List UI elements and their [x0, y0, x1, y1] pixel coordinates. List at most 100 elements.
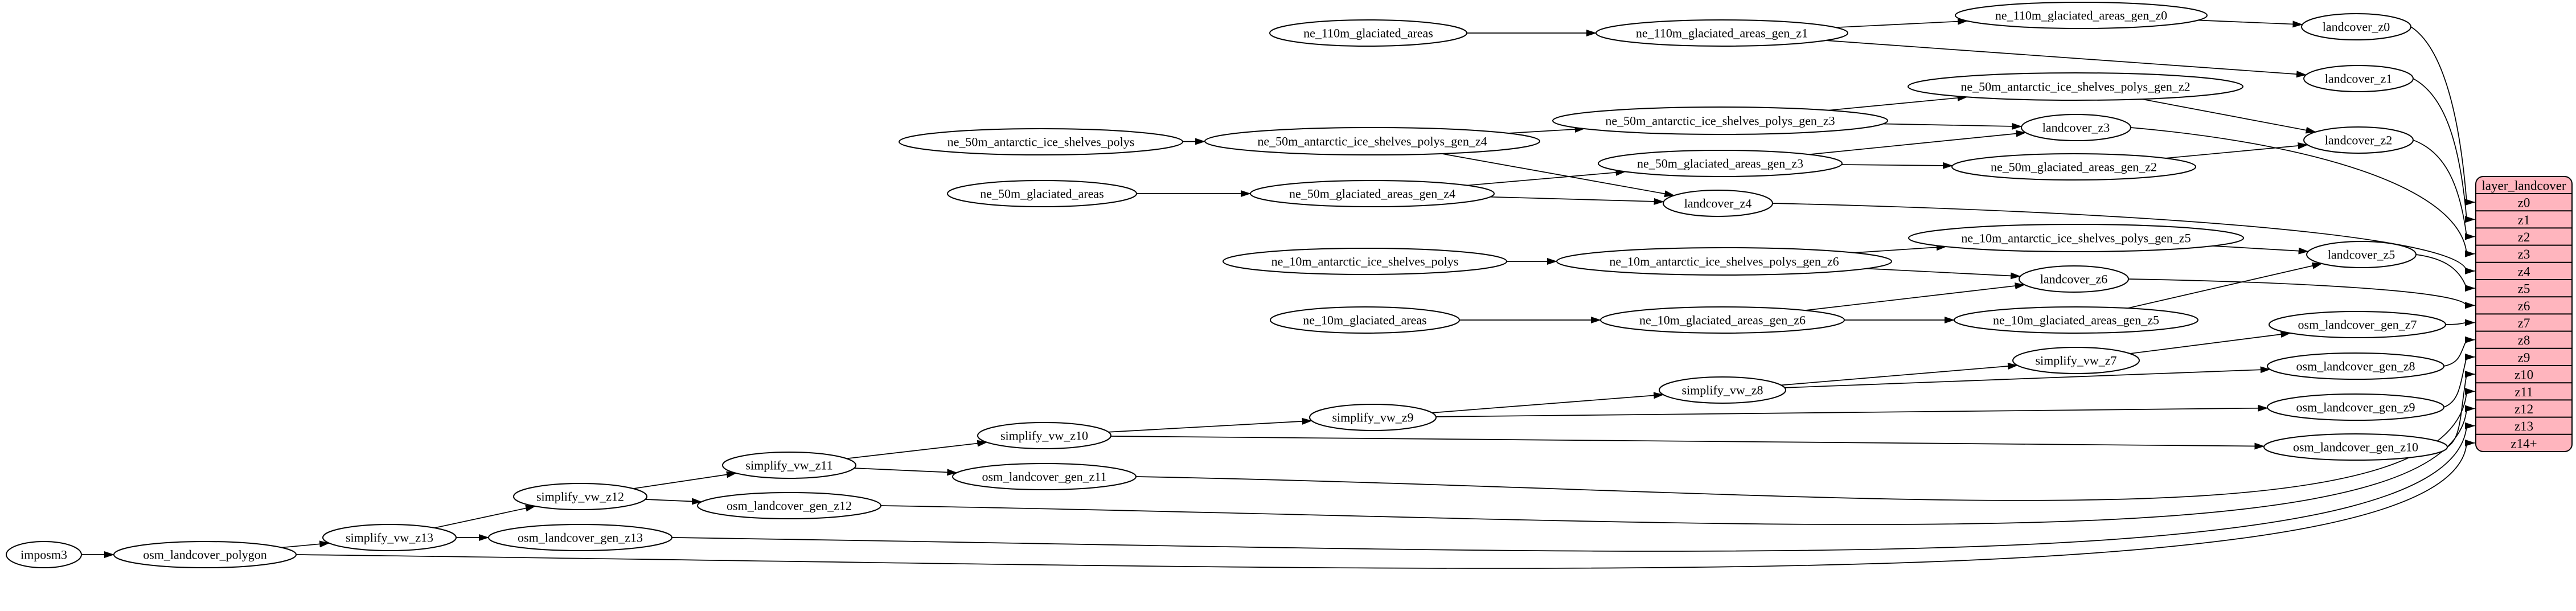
node-label-ne_110m_glaciated_areas: ne_110m_glaciated_areas [1303, 26, 1433, 40]
edge-landcover_z1-layer_landcover-z1 [2413, 78, 2475, 223]
node-ellipse-imposm3 [6, 541, 82, 568]
node-label-ne_10m_antarctic_ice_shelves_polys: ne_10m_antarctic_ice_shelves_polys [1271, 255, 1459, 269]
edge-osm_landcover_gen_z13-layer_landcover-z13 [671, 422, 2475, 552]
node-ellipse-ne_10m_antarctic_ice_shelves_polys_gen_z6 [1556, 247, 1892, 276]
node-label-ne_110m_glaciated_areas_gen_z1: ne_110m_glaciated_areas_gen_z1 [1636, 26, 1808, 40]
edge-simplify_vw_z9-simplify_vw_z8 [1431, 392, 1664, 413]
node-osm_landcover_gen_z10: osm_landcover_gen_z10 [2263, 433, 2448, 461]
node-ellipse-landcover_z4 [1663, 190, 1773, 217]
node-label-landcover_z4: landcover_z4 [1684, 196, 1752, 211]
node-label-ne_50m_antarctic_ice_shelves_polys: ne_50m_antarctic_ice_shelves_polys [947, 135, 1135, 149]
edge-ne_10m_antarctic_ice_shelves_polys_gen_z6-landcover_z6 [1866, 268, 2021, 280]
table-row-z12: z12 [2515, 402, 2533, 416]
node-label-simplify_vw_z7: simplify_vw_z7 [2036, 354, 2117, 368]
edge-simplify_vw_z8-osm_landcover_gen_z8 [1785, 366, 2271, 388]
node-ellipse-ne_50m_antarctic_ice_shelves_polys_gen_z2 [1908, 72, 2243, 101]
node-label-landcover_z5: landcover_z5 [2328, 248, 2395, 262]
node-osm_landcover_gen_z12: osm_landcover_gen_z12 [697, 492, 881, 519]
node-ne_10m_antarctic_ice_shelves_polys_gen_z6: ne_10m_antarctic_ice_shelves_polys_gen_z… [1556, 247, 1892, 276]
node-ellipse-simplify_vw_z8 [1659, 376, 1786, 404]
node-simplify_vw_z13: simplify_vw_z13 [322, 524, 457, 551]
node-simplify_vw_z9: simplify_vw_z9 [1309, 404, 1437, 431]
node-ellipse-ne_110m_glaciated_areas [1269, 19, 1467, 47]
edge-simplify_vw_z7-osm_landcover_gen_z7 [2130, 331, 2291, 354]
node-label-ne_50m_antarctic_ice_shelves_polys_gen_z4: ne_50m_antarctic_ice_shelves_polys_gen_z… [1257, 134, 1487, 149]
edges-layer [81, 18, 2475, 569]
node-label-ne_50m_glaciated_areas: ne_50m_glaciated_areas [980, 187, 1104, 201]
edge-ne_50m_glaciated_areas_gen_z3-landcover_z3 [1809, 130, 2027, 155]
node-landcover_z4: landcover_z4 [1663, 190, 1773, 217]
node-ellipse-simplify_vw_z13 [322, 524, 457, 551]
node-osm_landcover_polygon: osm_landcover_polygon [113, 541, 297, 568]
node-label-ne_10m_glaciated_areas: ne_10m_glaciated_areas [1303, 313, 1426, 327]
node-ellipse-simplify_vw_z11 [722, 452, 856, 479]
table-row-z6: z6 [2518, 299, 2530, 313]
edge-ne_50m_antarctic_ice_shelves_polys_gen_z3-landcover_z3 [1883, 122, 2023, 130]
node-ne_10m_antarctic_ice_shelves_polys: ne_10m_antarctic_ice_shelves_polys [1223, 248, 1507, 275]
node-ellipse-simplify_vw_z12 [513, 483, 647, 510]
table-row-z11: z11 [2515, 385, 2533, 399]
node-ellipse-osm_landcover_gen_z10 [2263, 433, 2448, 461]
edge-ne_50m_antarctic_ice_shelves_polys_gen_z3-ne_50m_antarctic_ice_shelves_polys_gen_z2 [1828, 94, 1968, 111]
node-label-ne_50m_glaciated_areas_gen_z4: ne_50m_glaciated_areas_gen_z4 [1289, 187, 1455, 201]
node-ellipse-ne_50m_antarctic_ice_shelves_polys [899, 128, 1183, 155]
table-row-z7: z7 [2518, 316, 2530, 330]
node-ellipse-ne_50m_glaciated_areas_gen_z4 [1250, 180, 1495, 207]
node-label-simplify_vw_z12: simplify_vw_z12 [536, 490, 624, 504]
edge-simplify_vw_z12-osm_landcover_gen_z12 [645, 498, 703, 505]
node-label-ne_50m_antarctic_ice_shelves_polys_gen_z3: ne_50m_antarctic_ice_shelves_polys_gen_z… [1605, 114, 1835, 128]
node-ellipse-ne_10m_glaciated_areas_gen_z5 [1954, 306, 2198, 334]
node-label-ne_10m_glaciated_areas_gen_z6: ne_10m_glaciated_areas_gen_z6 [1639, 313, 1806, 327]
table-row-z9: z9 [2518, 350, 2530, 364]
node-ellipse-osm_landcover_gen_z12 [697, 492, 881, 519]
edge-simplify_vw_z9-osm_landcover_gen_z9 [1435, 404, 2269, 417]
table-row-z3: z3 [2518, 247, 2530, 261]
node-label-osm_landcover_gen_z10: osm_landcover_gen_z10 [2293, 440, 2418, 454]
node-ellipse-simplify_vw_z9 [1309, 404, 1437, 431]
node-ne_10m_glaciated_areas_gen_z5: ne_10m_glaciated_areas_gen_z5 [1954, 306, 2198, 334]
edge-ne_110m_glaciated_areas_gen_z1-ne_110m_glaciated_areas_gen_z0 [1835, 18, 1968, 28]
node-ne_110m_glaciated_areas_gen_z0: ne_110m_glaciated_areas_gen_z0 [1955, 2, 2208, 29]
node-label-osm_landcover_polygon: osm_landcover_polygon [143, 548, 267, 562]
node-label-osm_landcover_gen_z9: osm_landcover_gen_z9 [2296, 400, 2415, 415]
node-ellipse-osm_landcover_gen_z11 [952, 463, 1137, 490]
edge-simplify_vw_z10-simplify_vw_z9 [1108, 417, 1312, 433]
node-ellipse-landcover_z1 [2303, 65, 2414, 92]
node-label-simplify_vw_z11: simplify_vw_z11 [745, 458, 832, 473]
node-label-osm_landcover_gen_z12: osm_landcover_gen_z12 [727, 499, 852, 513]
edge-simplify_vw_z11-simplify_vw_z10 [846, 440, 988, 460]
edge-ne_10m_glaciated_areas_gen_z6-landcover_z6 [1804, 282, 2025, 311]
node-ellipse-ne_10m_antarctic_ice_shelves_polys_gen_z5 [1908, 224, 2244, 252]
node-landcover_z1: landcover_z1 [2303, 65, 2414, 92]
table-layer-landcover: layer_landcoverz0z1z2z3z4z5z6z7z8z9z10z1… [2475, 176, 2573, 452]
node-landcover_z5: landcover_z5 [2306, 241, 2417, 268]
edge-simplify_vw_z13-simplify_vw_z12 [434, 505, 536, 528]
node-ellipse-osm_landcover_polygon [113, 541, 297, 568]
table-row-z14+: z14+ [2511, 436, 2537, 450]
edge-osm_landcover_gen_z7-layer_landcover-z7 [2445, 319, 2475, 326]
node-landcover_z0: landcover_z0 [2301, 13, 2411, 40]
node-label-simplify_vw_z13: simplify_vw_z13 [346, 531, 433, 545]
edge-osm_landcover_gen_z8-layer_landcover-z8 [2443, 336, 2475, 367]
edge-ne_50m_glaciated_areas_gen_z3-ne_50m_glaciated_areas_gen_z2 [1841, 162, 1953, 169]
edge-ne_10m_glaciated_areas_gen_z5-landcover_z5 [2127, 262, 2323, 309]
edge-ne_10m_antarctic_ice_shelves_polys_gen_z6-ne_10m_antarctic_ice_shelves_polys_gen_z5 [1854, 244, 1947, 253]
node-ellipse-landcover_z6 [2019, 265, 2129, 293]
node-label-ne_10m_antarctic_ice_shelves_polys_gen_z6: ne_10m_antarctic_ice_shelves_polys_gen_z… [1609, 255, 1839, 269]
edge-osm_landcover_gen_z10-layer_landcover-z10 [2447, 371, 2475, 448]
edge-ne_50m_glaciated_areas_gen_z4-ne_50m_glaciated_areas_gen_z3 [1467, 169, 1626, 186]
edge-ne_50m_antarctic_ice_shelves_polys_gen_z4-ne_50m_antarctic_ice_shelves_polys_gen_z3 [1508, 126, 1585, 134]
node-ne_50m_antarctic_ice_shelves_polys: ne_50m_antarctic_ice_shelves_polys [899, 128, 1183, 155]
edge-landcover_z5-layer_landcover-z5 [2415, 254, 2475, 292]
edge-simplify_vw_z10-osm_landcover_gen_z10 [1110, 436, 2265, 450]
edge-ne_110m_glaciated_areas_gen_z1-landcover_z1 [1826, 40, 2307, 78]
node-ellipse-osm_landcover_gen_z9 [2267, 393, 2444, 421]
node-ellipse-osm_landcover_gen_z7 [2269, 311, 2446, 338]
node-landcover_z6: landcover_z6 [2019, 265, 2129, 293]
node-label-ne_110m_glaciated_areas_gen_z0: ne_110m_glaciated_areas_gen_z0 [1995, 9, 2167, 23]
node-label-landcover_z0: landcover_z0 [2323, 20, 2390, 34]
edge-ne_50m_antarctic_ice_shelves_polys_gen_z2-landcover_z2 [2142, 99, 2316, 134]
node-label-ne_50m_glaciated_areas_gen_z2: ne_50m_glaciated_areas_gen_z2 [1991, 160, 2157, 174]
edge-landcover_z2-layer_landcover-z2 [2413, 140, 2475, 240]
